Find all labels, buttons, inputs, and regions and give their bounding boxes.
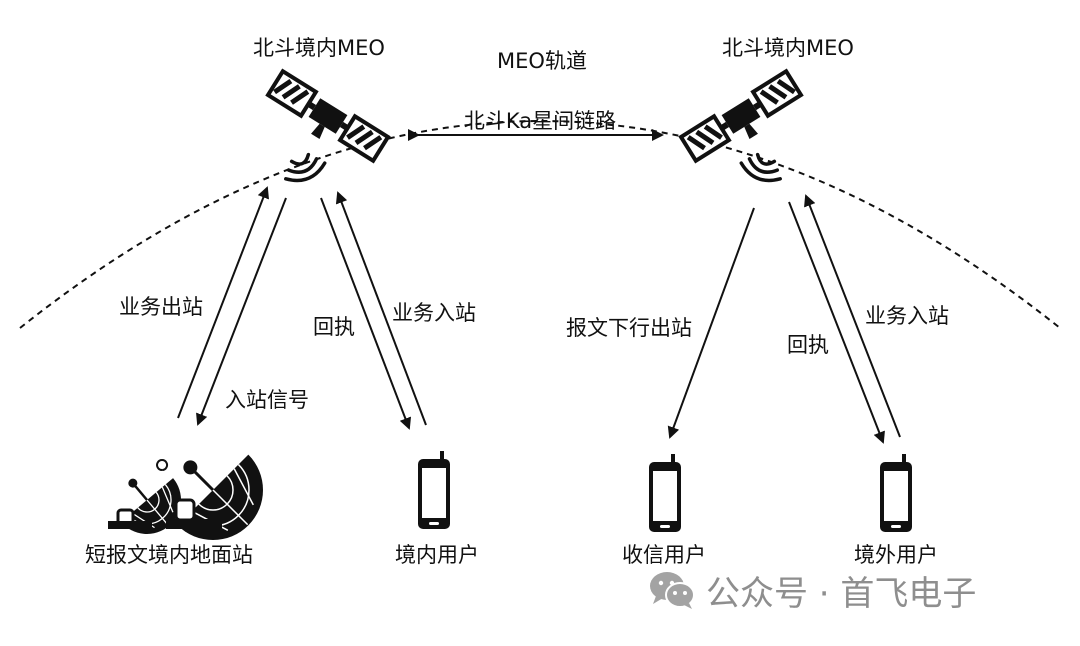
overseas-user-phone-icon	[880, 454, 912, 532]
isl-label: 北斗Ka星间链路	[463, 109, 617, 133]
domestic-user-label: 境内用户	[395, 543, 479, 567]
receipt-left-label: 回执	[313, 315, 355, 339]
satellite-right-label: 北斗境内MEO	[722, 36, 854, 60]
receipt-right-label: 回执	[787, 333, 829, 357]
arrow-receipt-right	[788, 201, 885, 444]
arrow-outbound	[177, 186, 269, 419]
satellite-right-icon	[681, 71, 806, 169]
arrow-inbound-left	[335, 191, 427, 426]
satellite-left-beam-icon	[278, 148, 330, 189]
overseas-user-label: 境外用户	[854, 543, 938, 567]
watermark-text: 公众号 · 首飞电子	[706, 573, 977, 614]
receiving-user-phone-icon	[649, 454, 681, 532]
satellite-left-label: 北斗境内MEO	[253, 36, 385, 60]
inbound-signal-label: 入站信号	[225, 388, 309, 412]
downlink-label: 报文下行出站	[566, 316, 692, 340]
inbound-left-label: 业务入站	[392, 301, 476, 325]
outbound-label: 业务出站	[119, 295, 203, 319]
satellite-right-beam-icon	[736, 148, 788, 189]
wechat-icon	[650, 572, 695, 609]
orbit-label: MEO轨道	[497, 49, 587, 73]
ground-station-icon	[108, 454, 263, 540]
arrow-downlink	[667, 207, 755, 439]
domestic-user-phone-icon	[418, 451, 450, 529]
arrow-receipt-left	[320, 197, 412, 430]
ground-station-label: 短报文境内地面站	[85, 543, 253, 567]
watermark: 公众号 · 首飞电子	[648, 568, 977, 614]
satellite-left-icon	[263, 71, 388, 169]
arrow-inbound-signal	[196, 197, 287, 426]
arrow-inbound-right	[804, 194, 901, 438]
receiving-user-label: 收信用户	[622, 543, 706, 567]
inbound-right-label: 业务入站	[865, 304, 949, 328]
